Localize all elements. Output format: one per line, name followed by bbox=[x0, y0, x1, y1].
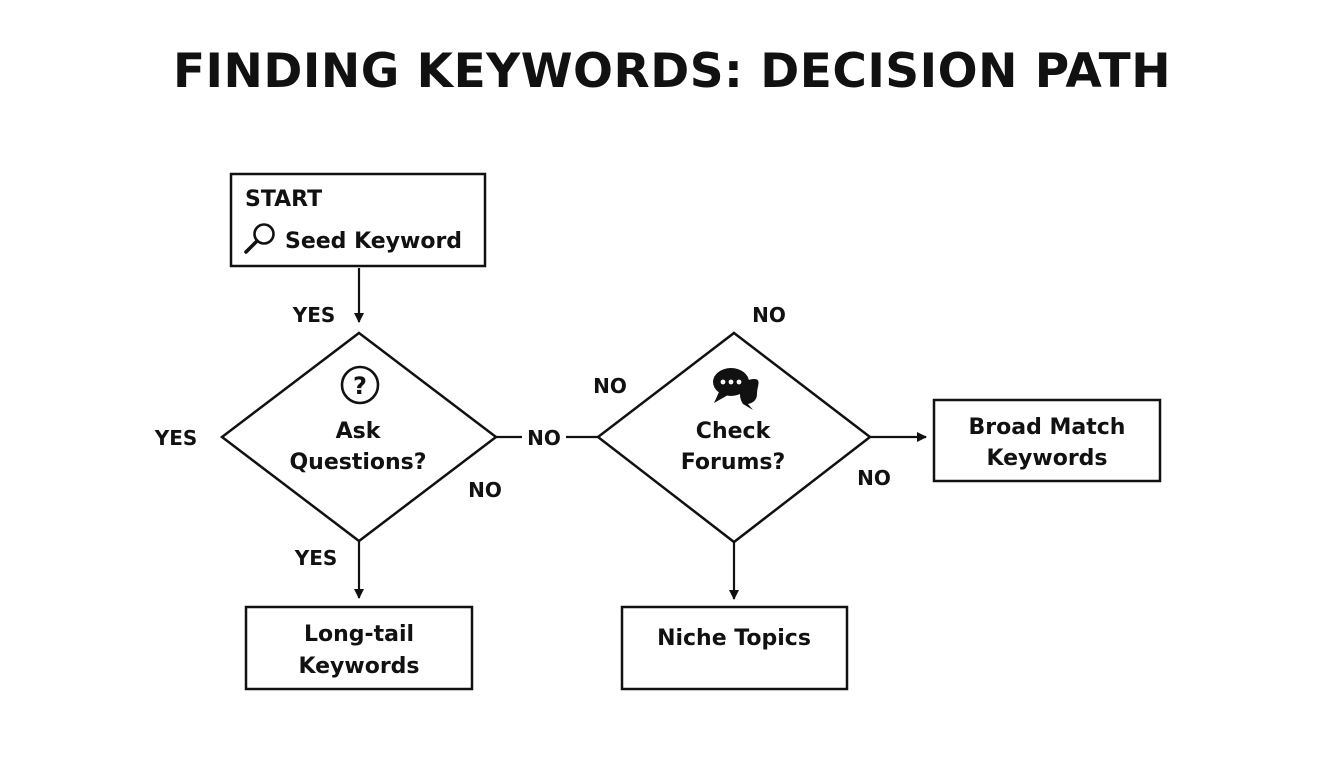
edge-label-ask-left-yes: YES bbox=[154, 426, 198, 450]
start-box bbox=[229, 172, 487, 268]
long-tail-box bbox=[244, 605, 474, 691]
chat-bubbles-icon bbox=[713, 368, 759, 410]
long-tail-node: Long-tail Keywords bbox=[244, 605, 474, 691]
edge-label-forums-top-no: NO bbox=[752, 303, 786, 327]
edge-label-ask-lower-no: NO bbox=[468, 478, 502, 502]
question-circle-icon: ? bbox=[340, 365, 380, 405]
forums-line1: Check bbox=[696, 419, 772, 444]
edge-label-forums-left-no: NO bbox=[593, 374, 627, 398]
longtail-line2: Keywords bbox=[298, 654, 419, 679]
check-forums-diamond bbox=[595, 331, 873, 544]
edge-label-start-yes: YES bbox=[292, 303, 336, 327]
diagram-title: FINDING KEYWORDS: DECISION PATH bbox=[172, 44, 1172, 99]
broad-match-node: Broad Match Keywords bbox=[932, 398, 1162, 483]
niche-topics-box bbox=[620, 605, 849, 691]
start-node: START Seed Keyword bbox=[229, 172, 487, 268]
search-icon bbox=[244, 223, 275, 254]
broad-line1: Broad Match bbox=[969, 415, 1126, 440]
edge-label-ask-right-no: NO bbox=[527, 426, 561, 450]
ask-questions-diamond bbox=[219, 331, 499, 543]
broad-match-box bbox=[932, 398, 1162, 483]
seed-keyword-label: Seed Keyword bbox=[285, 229, 462, 254]
ask-line1: Ask bbox=[336, 419, 382, 444]
svg-text:?: ? bbox=[353, 372, 367, 400]
check-forums-node: Check Forums? bbox=[595, 331, 873, 544]
ask-questions-node: ? Ask Questions? bbox=[219, 331, 499, 543]
broad-line2: Keywords bbox=[986, 446, 1107, 471]
start-label: START bbox=[245, 187, 322, 212]
niche-topics-node: Niche Topics bbox=[620, 605, 849, 691]
niche-label: Niche Topics bbox=[657, 626, 811, 651]
longtail-line1: Long-tail bbox=[304, 622, 414, 647]
ask-line2: Questions? bbox=[289, 450, 426, 475]
edge-label-forums-right-no: NO bbox=[857, 466, 891, 490]
forums-line2: Forums? bbox=[681, 450, 786, 475]
edge-label-ask-down-yes: YES bbox=[294, 546, 338, 570]
